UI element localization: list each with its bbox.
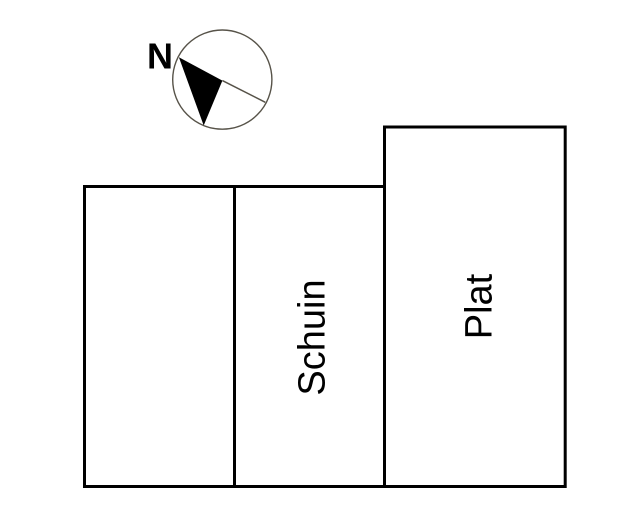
svg-text:Plat: Plat	[459, 273, 501, 339]
svg-text:Schuin: Schuin	[292, 279, 334, 395]
svg-text:N: N	[147, 36, 173, 77]
